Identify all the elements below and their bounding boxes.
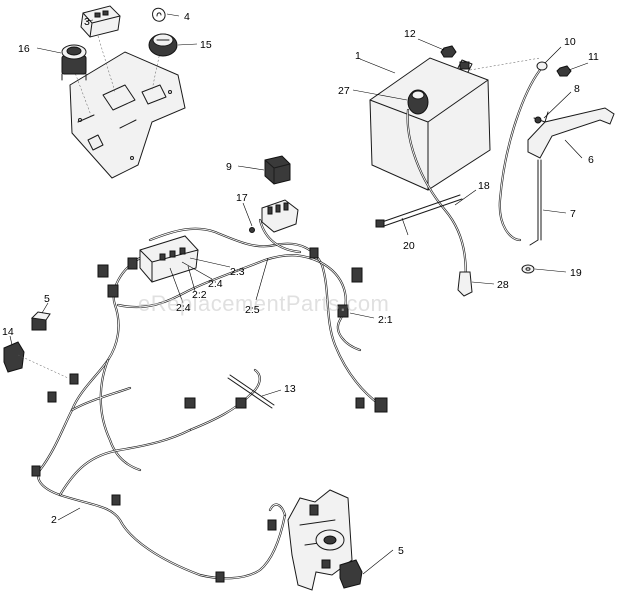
callout-7: 7 — [570, 208, 576, 220]
callout-3: 3 — [84, 16, 90, 28]
part-1-battery — [369, 57, 491, 191]
control-panel-plate — [69, 35, 186, 179]
part-5-switch-upper — [30, 311, 51, 331]
callout-28: 28 — [497, 279, 509, 291]
fuse-block — [249, 199, 299, 233]
part-14-switch — [3, 341, 69, 379]
part-6-bracket — [527, 107, 615, 159]
part-19-washer — [521, 264, 535, 274]
callout-11: 11 — [588, 51, 599, 63]
callout-27: 27 — [338, 85, 350, 97]
callout-12: 12 — [404, 28, 416, 40]
part-10-terminal — [536, 61, 548, 71]
part-7-rod — [529, 159, 542, 246]
callout-5-lower: 5 — [398, 545, 404, 557]
part-13-tie — [227, 374, 275, 409]
callout-6: 6 — [588, 154, 594, 166]
callout-8: 8 — [574, 83, 580, 95]
part-11-nut — [556, 65, 572, 77]
callout-4: 4 — [184, 11, 190, 23]
leader-lines — [9, 13, 589, 575]
callout-labels: 1 2 2:1 2:2 2:3 2:4 2:4 2:5 3 4 5 5 6 7 … — [2, 11, 599, 557]
callout-20: 20 — [403, 240, 415, 252]
part-2-wire-harness — [37, 218, 382, 580]
part-12-nut — [440, 45, 457, 58]
part-28-terminal — [457, 271, 473, 297]
part-15-knob — [148, 33, 178, 57]
part-20-tie-strap — [375, 194, 463, 228]
callout-16: 16 — [18, 43, 30, 55]
callout-2-4-lower: 2:4 — [176, 302, 191, 314]
callout-1: 1 — [355, 50, 361, 62]
harness-connectors — [31, 235, 388, 583]
callout-13: 13 — [284, 383, 296, 395]
callout-18: 18 — [478, 180, 490, 192]
callout-2-3: 2:3 — [230, 266, 245, 278]
part-4-clip — [152, 7, 166, 22]
part-27-terminal-boot — [407, 89, 429, 115]
callout-5-upper: 5 — [44, 293, 50, 305]
watermark: eReplacementParts.com — [138, 291, 389, 316]
callout-2-1: 2:1 — [378, 314, 393, 326]
part-3-switch — [80, 5, 121, 38]
callout-19: 19 — [570, 267, 582, 279]
callout-2-5: 2:5 — [245, 304, 260, 316]
part-16-key-switch — [61, 44, 87, 81]
callout-2-2: 2:2 — [192, 289, 207, 301]
part-5-switch-lower — [339, 559, 363, 589]
callout-2-4-upper: 2:4 — [208, 278, 223, 290]
callout-17: 17 — [236, 192, 248, 204]
battery-cables — [406, 57, 542, 295]
part-9-relay — [264, 155, 291, 185]
callout-15: 15 — [200, 39, 212, 51]
callout-2: 2 — [51, 514, 57, 526]
callout-9: 9 — [226, 161, 232, 173]
callout-14: 14 — [2, 326, 14, 338]
callout-10: 10 — [564, 36, 576, 48]
